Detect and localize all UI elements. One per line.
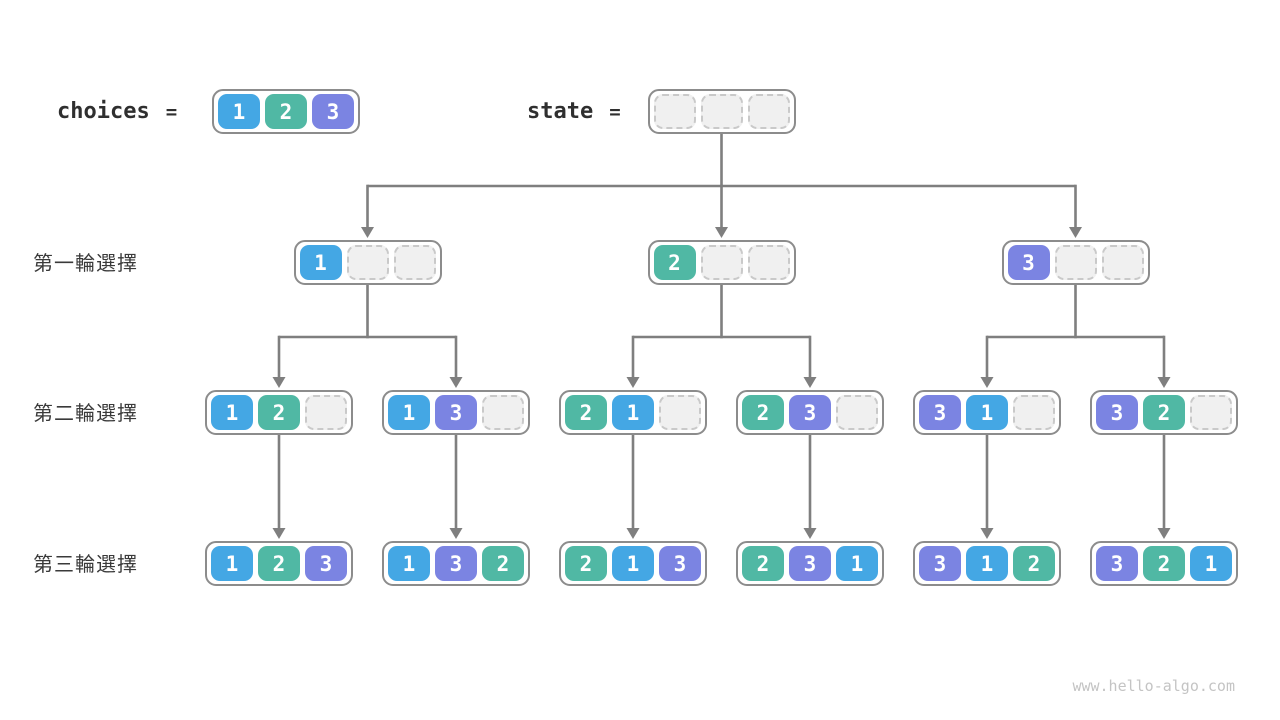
- round1-state-box: 3: [1001, 240, 1150, 285]
- cell-1: 1: [218, 94, 260, 129]
- cell-empty: [654, 94, 696, 129]
- cell-empty: [1190, 395, 1232, 430]
- round1-state-box: 2: [647, 240, 796, 285]
- cell-2: 2: [258, 395, 300, 430]
- row-label-round-1: 第一輪選擇: [33, 251, 138, 275]
- equals-sign: =: [609, 100, 621, 123]
- cell-3: 3: [659, 546, 701, 581]
- cell-2: 2: [1143, 546, 1185, 581]
- row-label-round-3: 第三輪選擇: [33, 552, 138, 576]
- row-label-round-2: 第二輪選擇: [33, 401, 138, 425]
- cell-1: 1: [836, 546, 878, 581]
- cell-2: 2: [1013, 546, 1055, 581]
- cell-3: 3: [1096, 546, 1138, 581]
- cell-3: 3: [1096, 395, 1138, 430]
- cell-1: 1: [211, 395, 253, 430]
- cell-2: 2: [482, 546, 524, 581]
- watermark: www.hello-algo.com: [1072, 677, 1235, 695]
- cell-empty: [346, 245, 389, 280]
- cell-3: 3: [435, 546, 477, 581]
- cell-2: 2: [1143, 395, 1185, 430]
- cell-1: 1: [388, 395, 430, 430]
- choices-caption: choices =: [57, 89, 177, 134]
- cell-1: 1: [612, 546, 654, 581]
- cell-2: 2: [258, 546, 300, 581]
- cell-2: 2: [653, 245, 696, 280]
- cell-3: 3: [312, 94, 354, 129]
- cell-3: 3: [919, 395, 961, 430]
- state-caption: state =: [527, 89, 621, 134]
- cell-2: 2: [742, 395, 784, 430]
- state-box: [648, 89, 796, 134]
- cell-1: 1: [966, 395, 1008, 430]
- equals-sign: =: [165, 100, 178, 123]
- cell-1: 1: [388, 546, 430, 581]
- cell-2: 2: [565, 546, 607, 581]
- cell-empty: [393, 245, 436, 280]
- cell-empty: [1013, 395, 1055, 430]
- cell-2: 2: [265, 94, 307, 129]
- cell-empty: [700, 245, 743, 280]
- cell-3: 3: [435, 395, 477, 430]
- cell-1: 1: [612, 395, 654, 430]
- cell-1: 1: [299, 245, 342, 280]
- cell-3: 3: [789, 546, 831, 581]
- cell-1: 1: [966, 546, 1008, 581]
- choices-label: choices: [57, 99, 150, 124]
- cell-3: 3: [1007, 245, 1050, 280]
- cell-empty: [659, 395, 701, 430]
- cell-3: 3: [789, 395, 831, 430]
- cell-3: 3: [305, 546, 347, 581]
- cell-empty: [701, 94, 743, 129]
- cell-empty: [482, 395, 524, 430]
- cell-empty: [747, 245, 790, 280]
- cell-empty: [305, 395, 347, 430]
- cell-2: 2: [742, 546, 784, 581]
- cell-empty: [836, 395, 878, 430]
- cell-2: 2: [565, 395, 607, 430]
- cell-empty: [1101, 245, 1144, 280]
- cell-3: 3: [919, 546, 961, 581]
- round1-state-box: 1: [293, 240, 442, 285]
- cell-empty: [748, 94, 790, 129]
- cell-1: 1: [211, 546, 253, 581]
- state-label: state: [527, 99, 594, 124]
- cell-empty: [1054, 245, 1097, 280]
- cell-1: 1: [1190, 546, 1232, 581]
